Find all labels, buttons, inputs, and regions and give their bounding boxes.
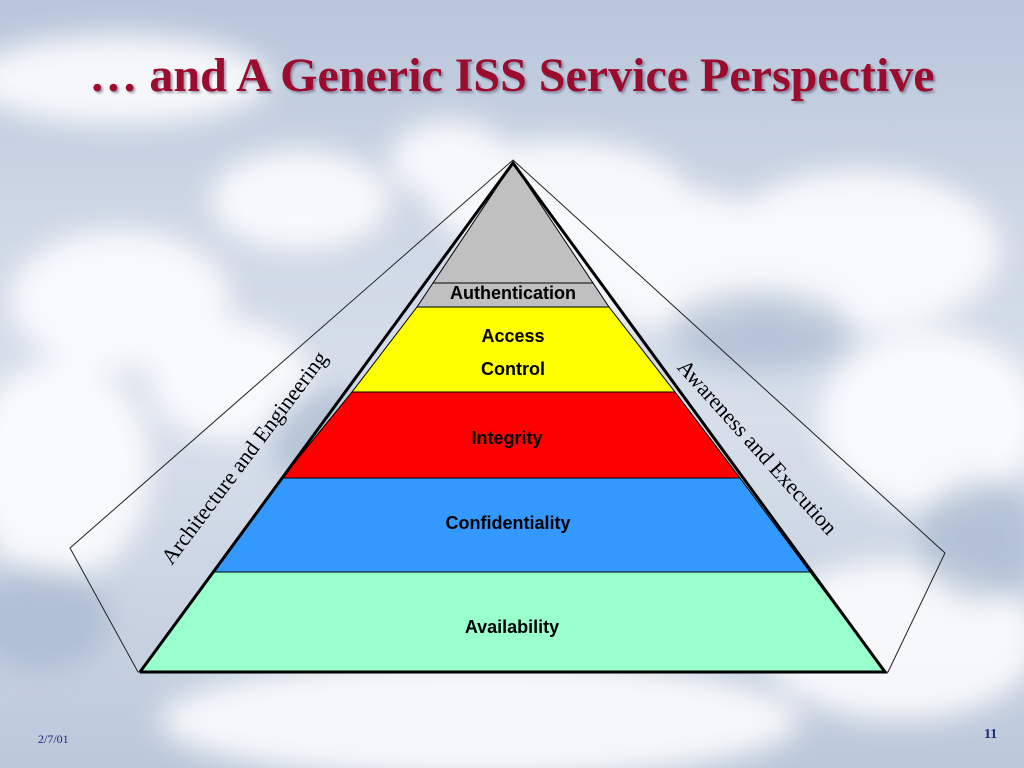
layer-apex-shape (432, 162, 594, 284)
layer-access-control-label-line2: Control (481, 359, 545, 379)
pyramid-outline (138, 160, 888, 674)
layer-integrity-label: Integrity (471, 428, 542, 448)
layer-authentication-label: Authentication (450, 283, 576, 303)
layer-confidentiality-label: Confidentiality (446, 513, 571, 533)
layer-access-control-label-line1: Access (481, 326, 544, 346)
slide-date: 2/7/01 (38, 732, 69, 746)
layer-availability-label: Availability (465, 617, 559, 637)
slide-number: 11 (984, 727, 998, 742)
slide-title: … and A Generic ISS Service Perspective (89, 49, 935, 102)
